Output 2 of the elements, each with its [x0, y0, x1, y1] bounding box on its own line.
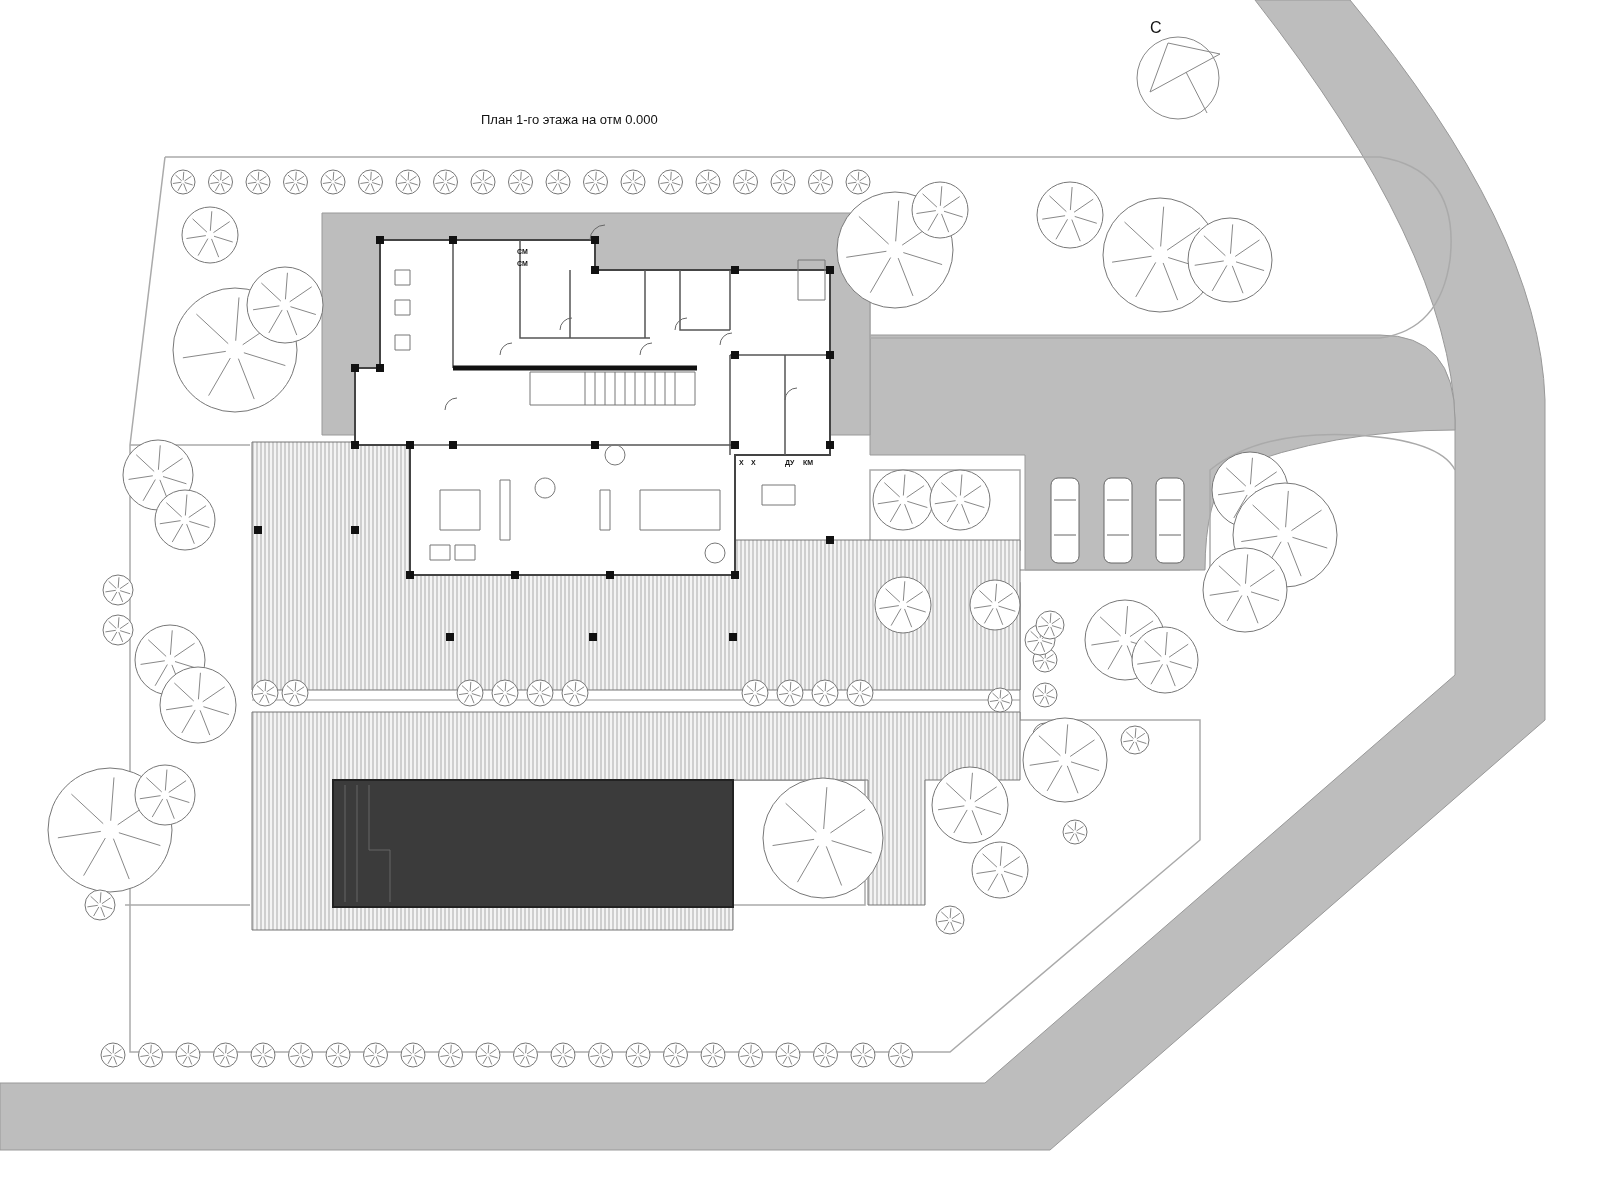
north-mark: С — [1150, 20, 1162, 36]
plan-title: План 1-го этажа на отм 0.000 — [481, 113, 658, 126]
